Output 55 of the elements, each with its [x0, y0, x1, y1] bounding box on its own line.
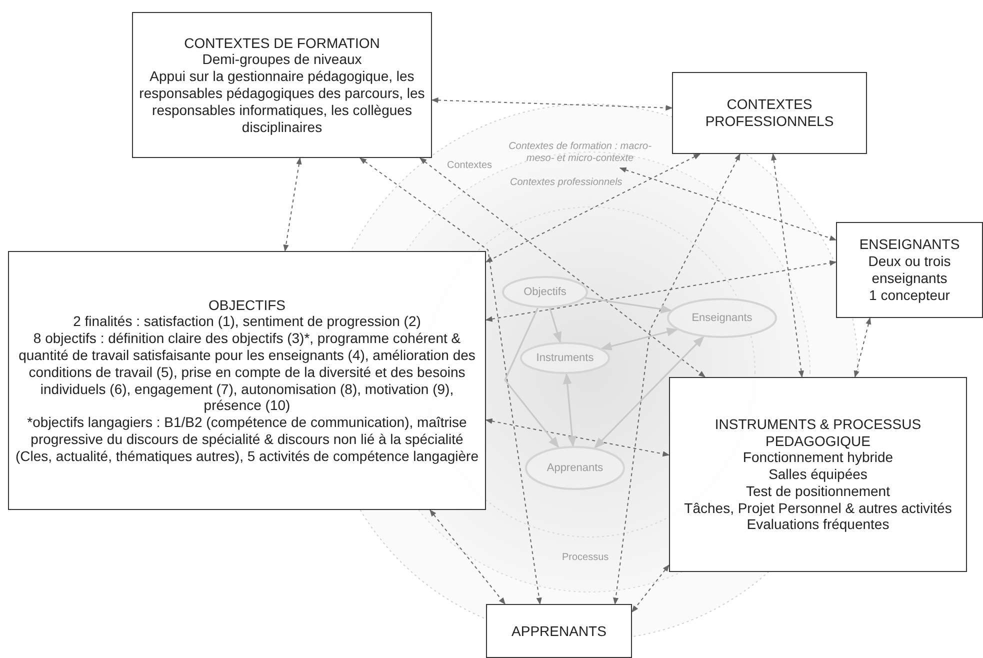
- box-text: Salles équipées: [768, 466, 868, 483]
- node-label: Objectifs: [524, 286, 566, 298]
- arrow: [613, 153, 740, 605]
- ellipse-node: [520, 342, 610, 374]
- box-heading: CONTEXTES DE FORMATION: [184, 34, 380, 52]
- arrow: [584, 297, 672, 314]
- node-label: Enseignants: [692, 312, 752, 324]
- box-text: Deux ou trois enseignants: [867, 253, 952, 287]
- arrow: [430, 509, 506, 605]
- box-text: Demi-groupes de niveaux: [202, 51, 362, 68]
- box-text: Tâches, Projet Personnel & autres activités: [684, 500, 952, 516]
- text-box: [669, 377, 967, 572]
- text-box: [486, 604, 632, 658]
- text-box: [8, 251, 486, 510]
- text-box: [672, 72, 867, 154]
- box-text: 8 objectifs : définition claire des objectifs (3)*, programme cohérent & quantité de travail satisfaisante pour les enseignants (4), amélioration des conditions de travail (5), prise en compte de la diversité et des besoins individuels (6), engagement (7), autonomisation (8), motivation (9), présence (10): [18, 330, 476, 414]
- arrow: [485, 418, 670, 457]
- faded-note: Contextes de formation : macro- meso- et micro-contexte: [508, 141, 652, 165]
- faded-label: Contextes: [447, 160, 492, 171]
- node-label: Apprenants: [546, 462, 604, 474]
- arrow: [485, 154, 701, 262]
- box-text: Evaluations fréquentes: [746, 516, 890, 534]
- box-text: 1 concepteur: [869, 286, 950, 304]
- arrow: [431, 97, 673, 111]
- box-text: 2 finalités : satisfaction (1), sentiment de progression (2): [73, 313, 421, 330]
- box-text: *objectifs langagiers : B1/B2 (compétence de communication), maîtrise progressive du discours de spécialité & discours non lié à la spécialité (Cles, actualité, thématiques autres), 5 activités de compétence langagière: [15, 414, 479, 464]
- ellipse-node: [502, 276, 588, 308]
- arrow: [600, 328, 678, 351]
- arrow: [549, 308, 562, 344]
- arrow: [562, 372, 577, 448]
- arrow: [771, 153, 804, 378]
- arrow: [854, 317, 872, 378]
- arrow: [594, 336, 704, 449]
- box-heading: ENSEIGNANTS: [859, 236, 960, 254]
- text-box: [132, 12, 432, 158]
- node-label: Instruments: [536, 352, 594, 364]
- box-heading: OBJECTIFS: [208, 296, 286, 314]
- box-heading: INSTRUMENTS & PROCESSUS PEDAGOGIQUE: [714, 416, 922, 450]
- arrow: [485, 260, 837, 322]
- ellipse-node: [667, 298, 777, 338]
- node-label: APPRENANTS: [512, 622, 606, 640]
- faded-label: Contextes professionnels: [510, 177, 622, 188]
- arrow: [283, 157, 302, 252]
- arrow: [419, 158, 706, 378]
- arrow: [619, 167, 837, 241]
- box-text: Fonctionnement hybride: [742, 449, 894, 466]
- arrow: [632, 564, 670, 613]
- arrow: [359, 158, 542, 605]
- faded-label: Processus: [562, 552, 609, 563]
- text-box: [836, 222, 983, 318]
- node-label: CONTEXTES PROFESSIONNELS: [704, 96, 835, 130]
- ellipse-node: [525, 446, 625, 490]
- box-text: Appui sur la gestionnaire pédagogique, les responsables pédagogiques des parcours, les responsables informatiques, les collègues disciplinaires: [139, 68, 425, 136]
- box-text: Test de positionnement: [746, 482, 890, 500]
- arrow: [504, 307, 560, 448]
